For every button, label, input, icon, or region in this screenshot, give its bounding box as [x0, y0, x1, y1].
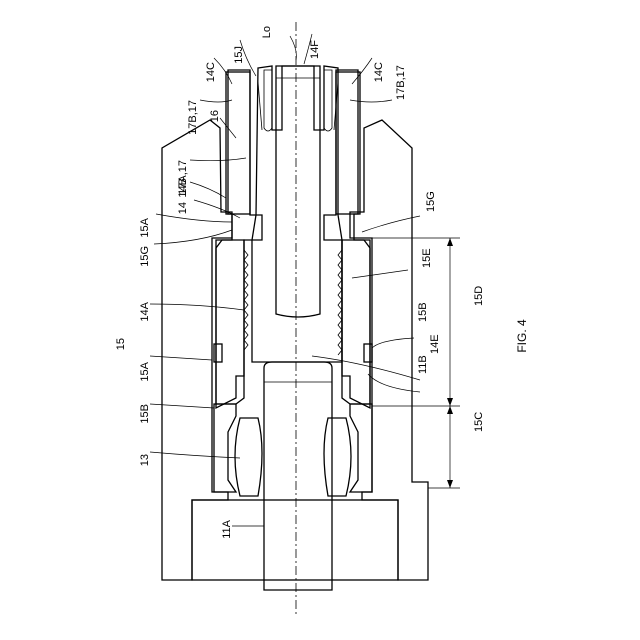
ball-left	[235, 418, 262, 496]
label-16: 16	[209, 110, 221, 122]
label-15C: 15C	[473, 412, 485, 432]
shaft	[264, 362, 332, 590]
label-17B17-left: 17B,17	[187, 100, 199, 135]
label-15A-lower: 15A	[139, 361, 151, 381]
label-15B-left: 15B	[139, 404, 151, 424]
nut-right	[342, 240, 370, 404]
collar-left	[226, 72, 250, 214]
label-15G-left: 15G	[139, 246, 151, 267]
collar-right	[336, 72, 360, 214]
sleeve-left	[216, 70, 262, 408]
label-14A: 14A	[139, 301, 151, 321]
label-14: 14	[177, 202, 189, 214]
label-15E: 15E	[421, 248, 433, 268]
label-14C-left: 14C	[205, 62, 217, 82]
base-bore	[192, 500, 398, 580]
sleeve-right	[324, 70, 370, 408]
label-14F: 14F	[309, 40, 321, 59]
label-13: 13	[139, 454, 151, 466]
label-14C-right: 14C	[373, 62, 385, 82]
slot-left	[264, 70, 272, 131]
slot-line-b	[258, 82, 262, 130]
step-left	[214, 344, 222, 362]
label-lo: Lo	[261, 26, 273, 38]
label-15B-right: 15B	[417, 302, 429, 322]
label-15G-right: 15G	[425, 191, 437, 212]
step-right	[364, 344, 372, 362]
slot-right	[324, 70, 332, 131]
figure-caption: FIG. 4	[515, 319, 529, 353]
housing-right	[350, 120, 428, 580]
label-15: 15	[115, 338, 127, 350]
label-11B: 11B	[417, 355, 429, 374]
label-15D: 15D	[473, 286, 485, 306]
label-14B: 14B	[177, 178, 189, 198]
label-11A: 11A	[221, 519, 233, 538]
label-15A-top: 15A	[139, 217, 151, 237]
lower-sleeve-right	[350, 404, 372, 492]
nut-left	[216, 240, 244, 404]
lower-sleeve-left	[214, 404, 236, 492]
ball-right	[324, 418, 351, 496]
label-14E: 14E	[429, 334, 441, 354]
label-17B17-right: 17B,17	[395, 65, 407, 100]
label-15J: 15J	[233, 46, 245, 64]
